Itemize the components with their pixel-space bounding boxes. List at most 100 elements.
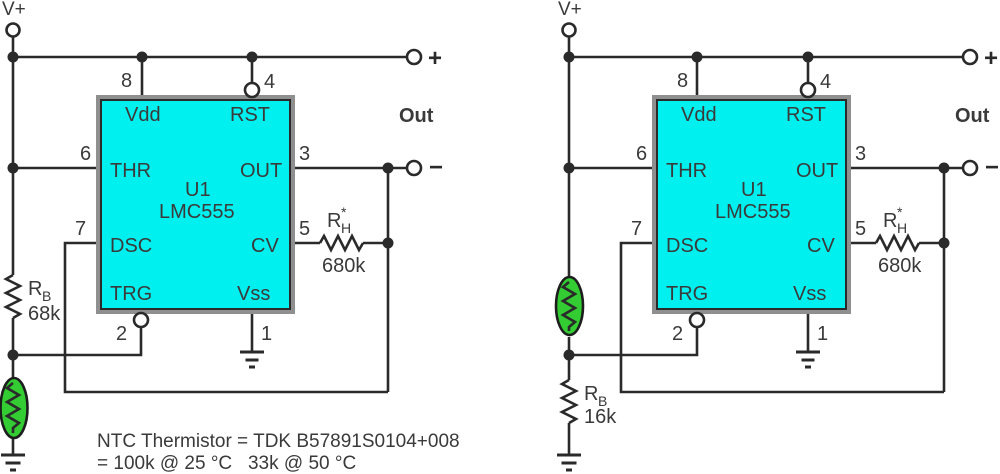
dsc-wire	[619, 241, 944, 394]
pin-number-2: 2	[672, 323, 683, 345]
output-minus-terminal	[961, 159, 979, 177]
supply-terminal	[5, 22, 21, 38]
trg-wire	[569, 327, 699, 357]
ic-refdes: U1	[185, 179, 211, 201]
junction-dot	[7, 349, 19, 361]
ground-symbol-vss	[796, 350, 820, 369]
pin-number-6: 6	[80, 143, 91, 165]
pin-number-7: 7	[75, 218, 86, 240]
ground-symbol-main	[1, 453, 25, 472]
pin-number-1: 1	[261, 323, 272, 345]
rst-pin-circle	[243, 81, 261, 99]
supply-label: V+	[558, 0, 582, 20]
supply-terminal	[561, 22, 577, 38]
pin-label-cv: CV	[807, 235, 835, 257]
pin-label-rst: RST	[230, 104, 270, 126]
rh-value: 680k	[878, 255, 922, 277]
pin-label-out: OUT	[796, 160, 838, 182]
rh-subscript: H	[897, 220, 907, 236]
pin-number-2: 2	[116, 323, 127, 345]
rh-subscript: H	[341, 220, 351, 236]
pin-number-4: 4	[264, 71, 275, 93]
supply-label: V+	[2, 0, 26, 20]
junction-dot	[938, 162, 950, 174]
resistor-rh-label: R H * 680k	[322, 204, 366, 277]
junction-dot	[802, 51, 814, 63]
trg-pin-circle	[132, 311, 150, 329]
rb-subscript: B	[42, 288, 51, 304]
plus-sign: +	[428, 45, 442, 72]
pin-number-3: 3	[299, 143, 310, 165]
pin-label-vss: Vss	[237, 283, 270, 305]
ic-refdes: U1	[741, 179, 767, 201]
output-plus-terminal	[405, 48, 423, 66]
pin-number-8: 8	[121, 70, 132, 92]
junction-dot	[691, 51, 703, 63]
pin-number-5: 5	[299, 218, 310, 240]
resistor-rh-element	[874, 233, 921, 253]
rh-symbol: R	[327, 210, 341, 232]
out-label: Out	[955, 105, 990, 127]
pin-label-vdd: Vdd	[681, 104, 717, 126]
thermistor-element	[4, 382, 22, 433]
resistor-rb-element	[3, 273, 23, 320]
pin-label-vss: Vss	[793, 283, 826, 305]
pin-label-vdd: Vdd	[125, 104, 161, 126]
junction-dot	[246, 51, 258, 63]
note-line-1: NTC Thermistor = TDK B57891S0104+008	[97, 431, 460, 452]
ground-symbol-main	[557, 453, 581, 472]
junction-dot	[136, 51, 148, 63]
pin-number-3: 3	[855, 143, 866, 165]
rh-value: 680k	[322, 255, 366, 277]
ic-body	[100, 99, 291, 310]
pin-number-1: 1	[817, 323, 828, 345]
note-line-2: = 100k @ 25 °C 33k @ 50 °C	[97, 453, 356, 474]
pin-number-4: 4	[820, 71, 831, 93]
trg-wire	[13, 327, 143, 357]
junction-dot	[382, 237, 394, 249]
pin-number-8: 8	[677, 70, 688, 92]
resistor-rb-element	[559, 378, 579, 425]
junction-dot	[382, 162, 394, 174]
rh-superscript: *	[897, 204, 903, 220]
trg-pin-circle	[688, 311, 706, 329]
rb-symbol: R	[28, 278, 42, 300]
rb-subscript: B	[598, 393, 607, 409]
minus-sign: −	[429, 154, 443, 181]
circuit-right: Vdd RST THR OUT U1 LMC555 DSC CV TRG Vss…	[554, 0, 999, 472]
junction-dot	[563, 162, 575, 174]
rst-pin-circle	[799, 81, 817, 99]
pin-label-trg: TRG	[110, 283, 152, 305]
pin-label-trg: TRG	[666, 283, 708, 305]
ic-body	[656, 99, 847, 310]
note: NTC Thermistor = TDK B57891S0104+008 = 1…	[97, 431, 460, 474]
minus-sign: −	[985, 154, 999, 181]
resistor-rb-label: R B 16k	[584, 383, 617, 428]
pin-number-5: 5	[855, 218, 866, 240]
junction-dot	[563, 51, 575, 63]
junction-dot	[938, 237, 950, 249]
junction-dot	[7, 51, 19, 63]
pin-label-thr: THR	[666, 160, 707, 182]
thermistor-element	[560, 281, 578, 331]
pin-label-out: OUT	[240, 160, 282, 182]
ic-part-number: LMC555	[159, 201, 235, 223]
plus-sign: +	[984, 45, 998, 72]
rb-value: 16k	[584, 406, 617, 428]
pin-number-6: 6	[636, 143, 647, 165]
ground-symbol-vss	[240, 350, 264, 369]
rh-superscript: *	[341, 204, 347, 220]
circuit-left: Vdd RST THR OUT U1 LMC555 DSC CV TRG Vss…	[0, 0, 443, 472]
pin-number-7: 7	[631, 218, 642, 240]
pin-label-dsc: DSC	[110, 235, 152, 257]
pin-label-thr: THR	[110, 160, 151, 182]
rb-symbol: R	[584, 383, 598, 405]
resistor-rh-element	[318, 233, 365, 253]
junction-dot	[563, 349, 575, 361]
pin-label-dsc: DSC	[666, 235, 708, 257]
ic-part-number: LMC555	[715, 201, 791, 223]
pin-label-cv: CV	[251, 235, 279, 257]
rb-value: 68k	[28, 303, 61, 325]
